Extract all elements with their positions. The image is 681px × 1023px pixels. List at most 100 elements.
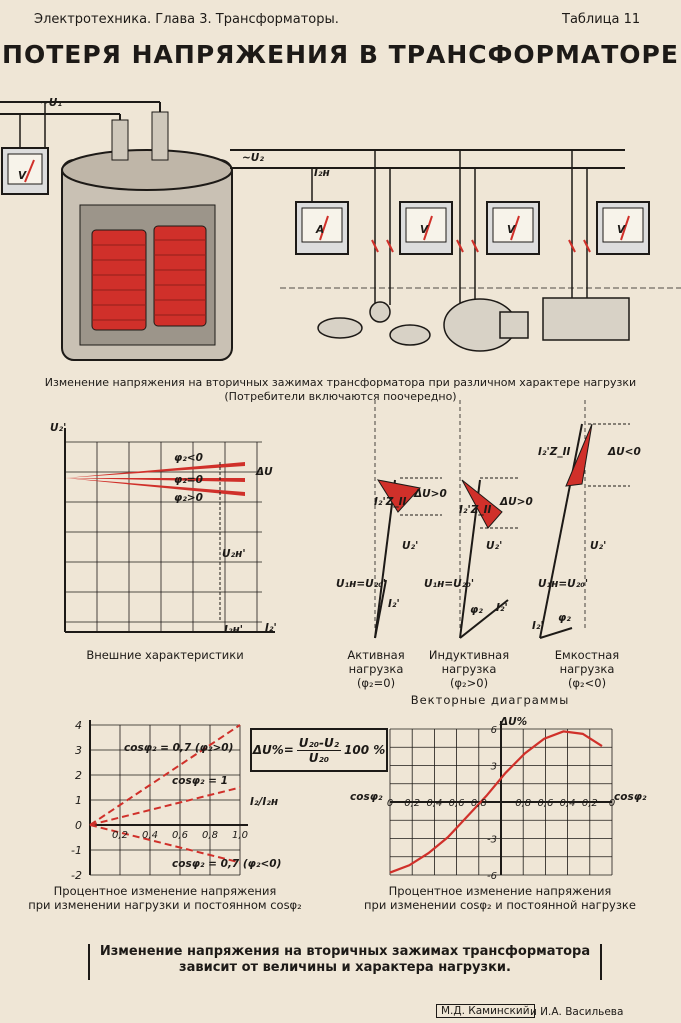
transformer-schematic [0, 101, 681, 361]
i2n-axis-label: I₂н' [224, 624, 243, 636]
header-left: Электротехника. Глава 3. Трансформаторы. [34, 12, 339, 27]
formula-lhs: ΔU%= [252, 743, 294, 757]
vec-ind-i2: I₂' [496, 602, 508, 614]
y-tick-label: -3 [487, 835, 497, 846]
y-tick-label: -2 [71, 869, 82, 882]
formula-fraction: U₂₀-U₂ U₂₀ [296, 735, 342, 765]
vec-active-i2: I₂' [388, 598, 400, 610]
cos-chart-xlabel-right: cosφ₂ [614, 791, 647, 803]
cos-chart-ylabel: ΔU% [500, 716, 528, 728]
x-tick-label: 0,8 [202, 830, 218, 841]
vec-active-du: ΔU>0 [414, 488, 447, 500]
x-tick-label: 0,4 [426, 798, 442, 809]
x-tick-label: 0,6 [449, 798, 465, 809]
x-tick-label: 0,4 [142, 830, 158, 841]
schematic-caption-2: (Потребители включаются поочередно) [224, 390, 457, 403]
author-1: М.Д. Каминский [436, 1004, 535, 1018]
formula-rhs: 100 % [344, 743, 386, 757]
u2n-label: U₂н' [222, 548, 246, 560]
delta-u-curve [389, 730, 603, 874]
load-chart-caption-2: при изменении нагрузки и постоянном cosφ… [28, 898, 302, 912]
vec-ind-u1: U₁н=U₂₀' [424, 578, 475, 590]
y-tick-label: 4 [75, 719, 82, 732]
vec-active-iz: I₂'Z_II [374, 496, 407, 508]
cos-chart-caption-1: Процентное изменение напряжения [388, 884, 612, 898]
vec-cap-iz: I₂'Z_II [538, 446, 571, 458]
conclusion-line1: Изменение напряжения на вторичных зажима… [99, 944, 591, 959]
primary-voltmeter-label: V [18, 170, 27, 182]
capacitive-load-caption: Емкостная нагрузка (φ₂<0) [532, 648, 642, 690]
conclusion-box: Изменение напряжения на вторичных зажима… [88, 944, 602, 980]
series-label-1: cosφ₂ = 0,7 (φ₂>0) [124, 742, 234, 754]
page-title: ПОТЕРЯ НАПРЯЖЕНИЯ В ТРАНСФОРМАТОРЕ [2, 40, 679, 69]
u1-label: ~U₁ [40, 97, 62, 109]
x-tick-label: 0,6 [172, 830, 188, 841]
capacitive-load-line2: нагрузка [559, 662, 615, 676]
series-line-3 [89, 824, 241, 864]
y-tick-label: 1 [75, 794, 82, 807]
formula-box: ΔU%= U₂₀-U₂ U₂₀ 100 % [250, 728, 388, 772]
active-load-line3: (φ₂=0) [356, 676, 396, 690]
voltmeter3-label: V [617, 224, 626, 236]
curve-label-cap: φ₂<0 [174, 452, 203, 464]
du-label: ΔU [256, 466, 273, 478]
x-tick-label: 1,0 [232, 830, 248, 841]
vec-cap-phi: φ₂ [558, 612, 571, 624]
vec-cap-u1: U₁н=U₂₀' [538, 578, 589, 590]
curve-label-ind: φ₂>0 [174, 492, 203, 504]
vec-cap-du: ΔU<0 [608, 446, 641, 458]
x-tick-label: 0,2 [582, 798, 598, 809]
inductive-load-line3: (φ₂>0) [449, 676, 489, 690]
vec-active-u2: U₂' [402, 540, 419, 552]
x-tick-label: 0,4 [560, 798, 576, 809]
active-load-line2: нагрузка [348, 662, 404, 676]
x-tick-label: 0,8 [515, 798, 531, 809]
y-tick-label: 0 [75, 819, 82, 832]
vec-cap-i2: I₂' [532, 620, 544, 632]
series-line-2 [89, 786, 241, 826]
author-2: и И.А. Васильева [530, 1006, 624, 1018]
active-load-line1: Активная [347, 648, 405, 662]
capacitive-load-line3: (φ₂<0) [567, 676, 607, 690]
inductive-load-caption: Индуктивная нагрузка (φ₂>0) [414, 648, 524, 690]
vector-diagrams [374, 400, 630, 639]
ext-xlabel: I₂' [265, 622, 277, 634]
cos-chart-xlabel-left: cosφ₂ [350, 791, 383, 803]
ext-caption: Внешние характеристики [86, 648, 244, 662]
schematic-caption-1: Изменение напряжения на вторичных зажима… [44, 376, 637, 389]
y-tick-label: 3 [491, 762, 497, 773]
y-tick-label: 3 [75, 744, 82, 757]
vec-cap-u2: U₂' [590, 540, 607, 552]
ext-ylabel: U₂' [50, 422, 67, 434]
series-line-1 [89, 724, 241, 826]
y-tick-label: -1 [71, 844, 82, 857]
x-tick-label: 0 [387, 798, 393, 809]
curve-label-active: φ₂=0 [174, 474, 203, 486]
load-chart-xlabel: I₂/I₂н [250, 796, 279, 808]
voltmeter1-label: V [420, 224, 429, 236]
inductive-load-line1: Индуктивная [428, 648, 510, 662]
i2n-label: I₂н [314, 167, 330, 179]
x-tick-label: 0 [609, 798, 615, 809]
series-label-2: cosφ₂ = 1 [172, 775, 228, 787]
table-number: Таблица 11 [562, 12, 641, 27]
vector-diagrams-caption: Векторные диаграммы [410, 693, 570, 707]
y-tick-label: 2 [75, 769, 82, 782]
ammeter-label: A [316, 224, 325, 236]
vec-ind-u2: U₂' [486, 540, 503, 552]
external-characteristics-chart [64, 428, 275, 633]
conclusion-line2: зависит от величины и характера нагрузки… [179, 960, 511, 975]
formula-numerator: U₂₀-U₂ [296, 735, 342, 751]
load-chart-caption-1: Процентное изменение напряжения [53, 884, 277, 898]
vec-ind-phi: φ₂ [470, 604, 483, 616]
x-tick-label: 0,6 [537, 798, 553, 809]
inductive-load-line2: нагрузка [441, 662, 497, 676]
voltmeter2-label: V [507, 224, 516, 236]
vec-ind-iz: I₂'Z_II [459, 504, 492, 516]
y-tick-label: 6 [491, 725, 497, 736]
capacitive-load-line1: Емкостная [554, 648, 620, 662]
x-tick-label: 0,2 [404, 798, 420, 809]
vec-active-u1: U₁н=U₂₀' [336, 578, 387, 590]
